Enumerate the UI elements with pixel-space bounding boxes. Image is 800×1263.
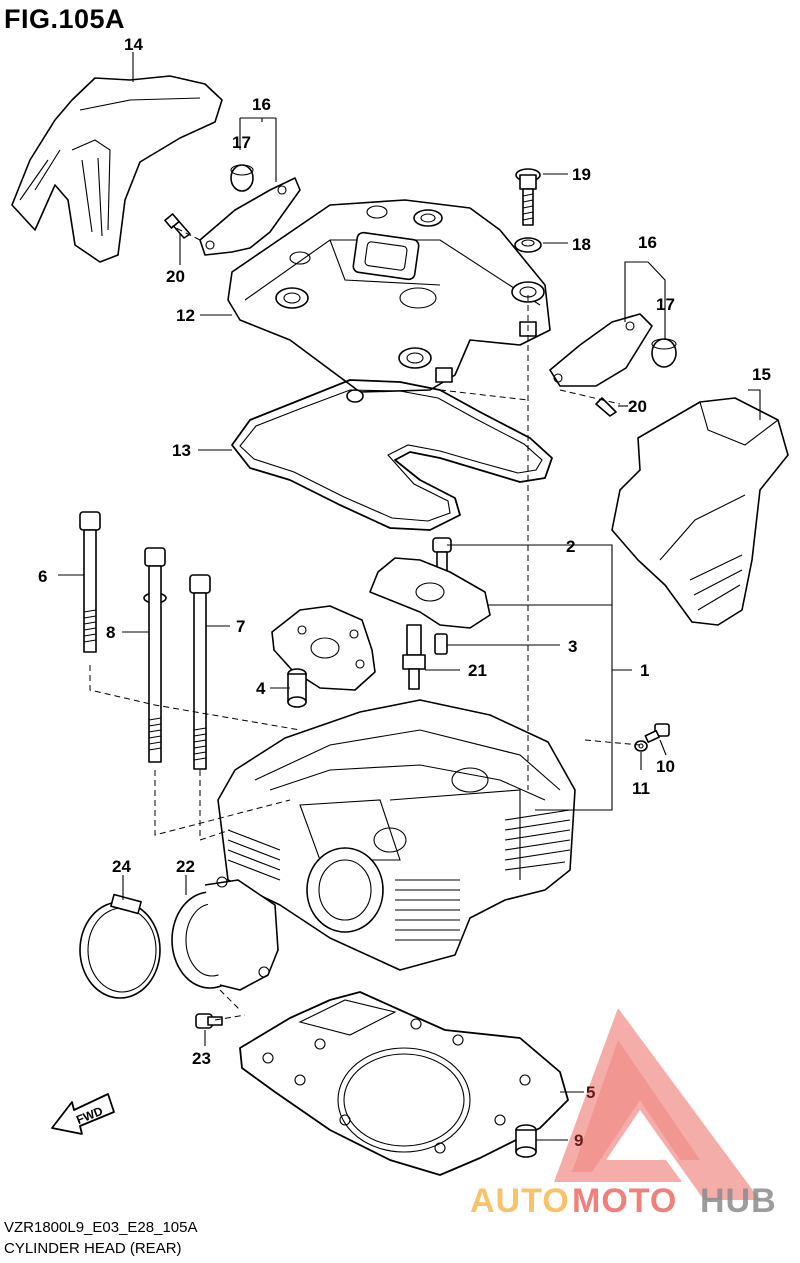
part-22-intake-pipe — [171, 876, 279, 991]
alignment-lines — [89, 225, 641, 1021]
part-1-cylinder-head — [217, 699, 576, 971]
figure-title: FIG.105A — [4, 4, 126, 34]
part-3-dowel-pin — [434, 633, 448, 655]
callout-8: 8 — [106, 623, 115, 642]
callout-4: 4 — [256, 679, 266, 698]
watermark-triangle-logo — [554, 1008, 760, 1200]
callout-20-left: 20 — [166, 267, 185, 286]
watermark-auto: AUTO — [470, 1182, 570, 1220]
part-6-bolt — [79, 511, 101, 653]
callout-7: 7 — [236, 617, 245, 636]
part-20-bolt-left — [164, 213, 191, 239]
callout-10: 10 — [656, 757, 675, 776]
part-18-washer — [514, 237, 542, 253]
callout-12: 12 — [176, 306, 195, 325]
part-16-bracket-right — [549, 313, 677, 387]
callout-24: 24 — [112, 857, 131, 876]
diagram-caption: CYLINDER HEAD (REAR) — [4, 1240, 182, 1257]
callout-22: 22 — [176, 857, 195, 876]
callout-3: 3 — [568, 637, 577, 656]
callout-19: 19 — [572, 165, 591, 184]
callout-14: 14 — [124, 35, 143, 54]
callout-9: 9 — [574, 1131, 583, 1150]
part-24-clamp — [79, 893, 161, 999]
callout-17-left: 17 — [232, 133, 251, 152]
part-13-head-cover-gasket — [231, 379, 553, 531]
part-19-bolt — [515, 168, 541, 226]
part-4-tensioner — [287, 668, 307, 708]
callout-15: 15 — [752, 365, 771, 384]
callout-16-left: 16 — [252, 95, 271, 114]
callout-1: 1 — [640, 661, 649, 680]
callout-6: 6 — [38, 567, 47, 586]
part-21-spark-plug — [402, 624, 426, 690]
callout-17-right: 17 — [656, 295, 675, 314]
callout-numbers: 14 16 17 19 18 20 12 16 17 20 15 13 6 2 … — [38, 35, 771, 1150]
part-23-screw — [195, 1013, 223, 1029]
part-11-washer — [634, 740, 648, 752]
fwd-arrow: FWD — [51, 1093, 115, 1135]
part-14-side-cover — [11, 75, 223, 263]
drawing-code: VZR1800L9_E03_E28_105A — [4, 1219, 198, 1236]
callout-2: 2 — [566, 537, 575, 556]
part-15-side-cover — [611, 397, 789, 626]
callout-18: 18 — [572, 235, 591, 254]
part-9-dowel — [515, 1124, 537, 1158]
part-20-bolt-right — [595, 397, 617, 417]
watermark-hub: HUB — [700, 1182, 777, 1220]
automotohub-watermark: AUTO MOTO HUB — [470, 1008, 777, 1220]
part-7-bolt — [189, 574, 211, 770]
part-16-bracket-left — [199, 164, 301, 256]
callout-20-right: 20 — [628, 397, 647, 416]
part-5-head-gasket — [239, 991, 569, 1176]
callout-5: 5 — [586, 1083, 595, 1102]
leader-lines — [58, 52, 761, 1141]
callout-21: 21 — [468, 661, 487, 680]
part-12-head-cover — [227, 199, 551, 393]
watermark-moto: MOTO — [572, 1182, 677, 1220]
part-10-bolt — [644, 723, 670, 743]
callout-16-right: 16 — [638, 233, 657, 252]
callout-11: 11 — [632, 779, 650, 798]
callout-23: 23 — [192, 1049, 211, 1068]
callout-13: 13 — [172, 441, 191, 460]
part-8-bolt — [143, 547, 167, 763]
